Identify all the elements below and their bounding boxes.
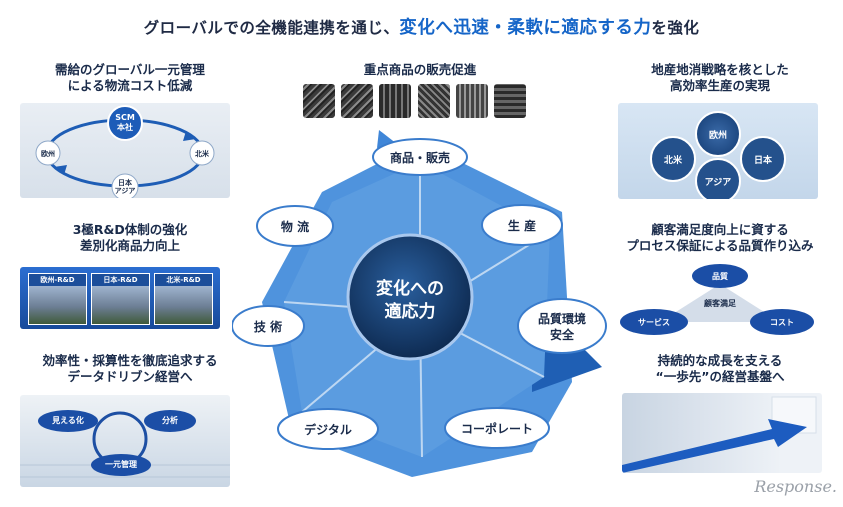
rd-caption-line2: 差別化商品力向上 (79, 238, 180, 253)
production-bubble-europe: 欧州 (708, 131, 727, 141)
data-diagram: 見える化 分析 一元管理 (20, 395, 230, 487)
wheel-center-circle (346, 233, 474, 361)
data-cycle-graphic (20, 410, 230, 478)
tire-icon (379, 84, 411, 118)
scm-node-namerica: 北米 (195, 150, 209, 158)
data-node-analysis: 分析 (162, 416, 178, 425)
scm-center-label: SCM 本社 (108, 113, 142, 133)
quality-caption-line2: プロセス保証による品質作り込み (626, 238, 814, 253)
wheel-item-logistics-bubble (256, 205, 334, 247)
scm-caption-line2: による物流コスト低減 (67, 78, 193, 93)
wheel-item-quality: 品質環境 (538, 311, 586, 326)
quality-diagram: 品質 顧客満足 サービス コスト (620, 262, 820, 340)
production-bubble-namerica: 北米 (663, 156, 682, 166)
rd-card-europe-label: 欧州-R&D (29, 274, 86, 286)
tire-icon (341, 84, 373, 118)
rd-card-japan: 日本-R&D (91, 273, 150, 325)
scm-node-europe: 欧州 (41, 150, 55, 158)
growth-caption: 持続的な成長を支える “一歩先”の経営基盤へ (600, 353, 840, 385)
growth-image (622, 393, 822, 473)
production-bubbles-graphic (650, 111, 786, 199)
data-caption-line2: データドリブン経営へ (67, 369, 193, 384)
rd-caption-line1: 3極R&D体制の強化 (72, 222, 188, 237)
wheel-item-corporate: コーポレート (461, 421, 533, 436)
production-bubble-japan: 日本 (753, 156, 772, 166)
rd-panel: 欧州-R&D 日本-R&D 北米-R&D (20, 267, 220, 329)
title-highlight: 変化へ迅速・柔軟に適応する力 (399, 18, 652, 38)
scm-cycle-graphic (35, 105, 215, 198)
rd-namerica-building-image (155, 286, 212, 324)
tire-icon (494, 84, 526, 118)
scm-node-japan-asia: 日本 アジア (112, 179, 138, 195)
wheel-item-digital-bubble (277, 408, 379, 450)
tire-icon (456, 84, 488, 118)
scm-node-bottom-line2: アジア (114, 187, 136, 195)
quality-node-quality: 品質 (712, 272, 728, 281)
products-caption: 重点商品の販売促進 (363, 62, 477, 77)
scm-diagram: SCM 本社 欧州 北米 日本 アジア (20, 103, 230, 198)
scm-node-bottom-line1: 日本 (118, 179, 132, 187)
adaptability-wheel: 変化への 適応力 商品・販売 生 産 品質環境 安全 コーポレート デジタル 技… (232, 130, 607, 477)
wheel-item-corporate-bubble (444, 407, 550, 449)
quality-node-service: サービス (638, 318, 670, 327)
quality-caption: 顧客満足度向上に資する プロセス保証による品質作り込み (600, 222, 840, 254)
data-node-visualize: 見える化 (52, 416, 84, 425)
wheel-item-quality-bubble (517, 298, 607, 354)
rd-card-europe: 欧州-R&D (28, 273, 87, 325)
growth-caption-line1: 持続的な成長を支える (657, 353, 783, 368)
data-caption: 効率性・採算性を徹底追求する データドリブン経営へ (10, 353, 250, 385)
scm-caption: 需給のグローバル一元管理 による物流コスト低減 (10, 62, 250, 94)
wheel-item-production-bubble (481, 204, 563, 246)
quality-node-satisfaction: 顧客満足 (704, 299, 736, 308)
title-part2: を強化 (651, 19, 700, 37)
rd-japan-building-image (92, 286, 149, 324)
wheel-center-line1: 変化への (376, 278, 444, 299)
rd-card-namerica-label: 北米-R&D (155, 274, 212, 286)
production-caption-line2: 高効率生産の実現 (669, 78, 770, 93)
scm-center-line1: SCM (115, 113, 135, 122)
scm-caption-line1: 需給のグローバル一元管理 (55, 62, 205, 77)
wheel-item-safety: 安全 (550, 327, 575, 342)
wheel-center-line2: 適応力 (385, 301, 436, 322)
wheel-item-logistics: 物 流 (281, 219, 309, 234)
growth-arrow-graphic (622, 396, 817, 473)
page-title: グローバルでの全機能連携を通じ、変化へ迅速・柔軟に適応する力を強化 (0, 14, 843, 39)
scm-center-line2: 本社 (117, 123, 133, 132)
data-node-unified: 一元管理 (105, 460, 137, 469)
wheel-item-sales: 商品・販売 (390, 150, 450, 165)
production-diagram: 欧州 北米 日本 アジア (618, 103, 818, 199)
tire-icon (303, 84, 335, 118)
quality-caption-line1: 顧客満足度向上に資する (651, 222, 789, 237)
wheel-item-production: 生 産 (508, 218, 536, 233)
wheel-item-technology-bubble (232, 305, 305, 347)
wheel-item-technology: 技 術 (254, 319, 282, 334)
tire-lineup-image (303, 84, 533, 120)
data-caption-line1: 効率性・採算性を徹底追求する (42, 353, 218, 368)
rd-europe-building-image (29, 286, 86, 324)
title-part1: グローバルでの全機能連携を通じ、 (143, 19, 400, 37)
rd-card-namerica: 北米-R&D (154, 273, 213, 325)
wheel-item-sales-bubble (372, 138, 468, 176)
rd-card-japan-label: 日本-R&D (92, 274, 149, 286)
production-bubble-asia: アジア (704, 178, 732, 188)
rd-caption: 3極R&D体制の強化 差別化商品力向上 (10, 222, 250, 254)
production-caption: 地産地消戦略を核とした 高効率生産の実現 (600, 62, 840, 94)
wheel-item-digital: デジタル (304, 422, 352, 437)
production-caption-line1: 地産地消戦略を核とした (651, 62, 789, 77)
growth-caption-line2: “一歩先”の経営基盤へ (655, 369, 785, 384)
quality-triangle-graphic (620, 264, 814, 335)
quality-node-cost: コスト (770, 318, 794, 327)
response-watermark: Response. (754, 477, 837, 496)
tire-icon (418, 84, 450, 118)
